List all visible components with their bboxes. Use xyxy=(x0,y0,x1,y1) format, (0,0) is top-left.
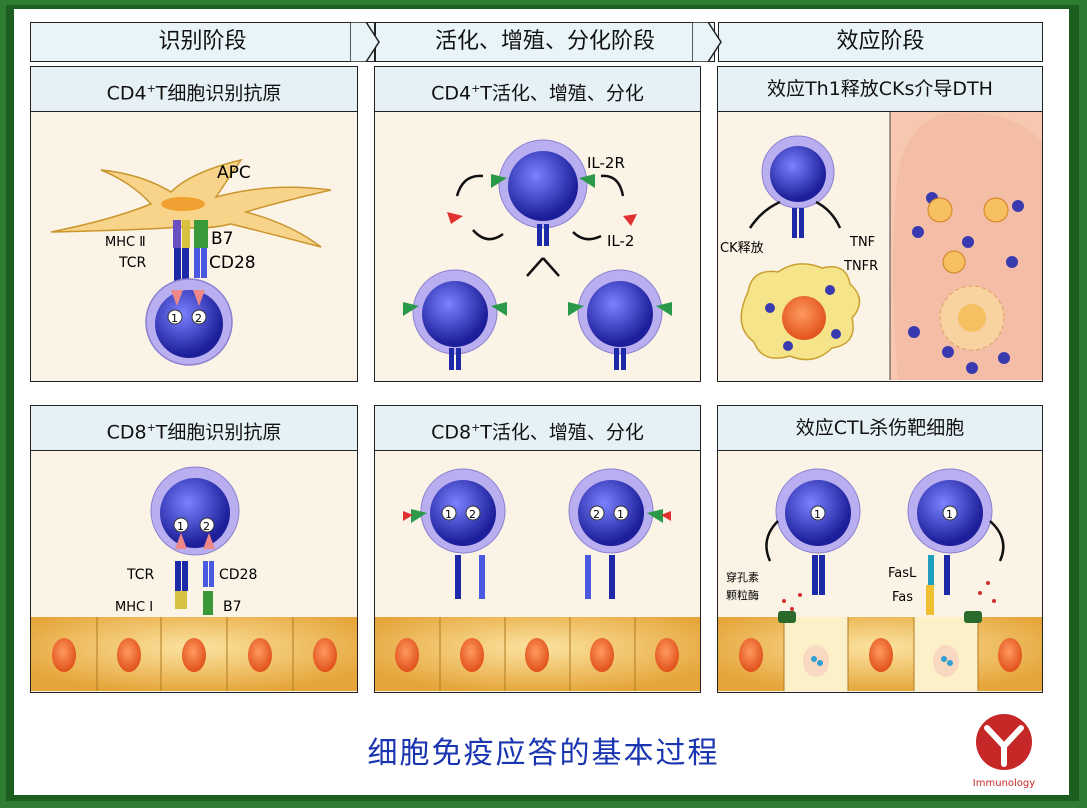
svg-text:2: 2 xyxy=(195,312,202,325)
logo-text: Immunology xyxy=(973,778,1035,789)
svg-text:TCR: TCR xyxy=(118,255,147,271)
panel-cd8-activation: CD8+T活化、增殖、分化 1 2 2 1 xyxy=(374,405,701,693)
stage-activation: 活化、增殖、分化阶段 xyxy=(375,22,715,62)
stage-recognition: 识别阶段 xyxy=(30,22,375,62)
svg-text:CD28: CD28 xyxy=(219,567,257,583)
svg-text:1: 1 xyxy=(946,508,953,521)
panel-title: 效应CTL杀伤靶细胞 xyxy=(718,406,1042,451)
th1-dth-diagram: CK释放 TNF TNFR xyxy=(720,112,1042,380)
cd8-activation-diagram: 1 2 2 1 xyxy=(375,468,700,693)
svg-text:B7: B7 xyxy=(223,599,242,615)
cd8-recognition-diagram: 1 2 TCR CD28 MHC Ⅰ B7 xyxy=(31,466,357,693)
svg-text:颗粒酶: 颗粒酶 xyxy=(726,588,759,602)
panel-body: IL-2R IL-2 xyxy=(375,112,700,381)
svg-text:CD28: CD28 xyxy=(209,253,256,273)
panel-body: 1 2 2 1 xyxy=(375,451,700,693)
svg-text:CK释放: CK释放 xyxy=(720,241,764,256)
apc-nucleus xyxy=(161,197,205,211)
cd4-activation-diagram: IL-2R IL-2 xyxy=(403,139,672,370)
panel-ctl-killing: 效应CTL杀伤靶细胞 1 穿孔素 颗粒酶 1 FasL Fas xyxy=(717,405,1043,693)
panel-cd4-activation: CD4+T活化、增殖、分化 IL-2R IL-2 xyxy=(374,66,701,382)
svg-text:IL-2R: IL-2R xyxy=(587,154,625,172)
svg-text:B7: B7 xyxy=(211,229,233,249)
svg-text:MHC Ⅰ: MHC Ⅰ xyxy=(115,600,153,615)
svg-text:APC: APC xyxy=(217,163,251,183)
figure-caption: 细胞免疫应答的基本过程 xyxy=(367,736,720,771)
svg-text:1: 1 xyxy=(445,508,452,521)
panel-body: APC MHC Ⅱ TCR B7 CD28 1 2 xyxy=(31,112,357,381)
panel-title: CD8+T活化、增殖、分化 xyxy=(375,406,700,451)
panel-body: 1 2 TCR CD28 MHC Ⅰ B7 xyxy=(31,451,357,693)
svg-text:MHC Ⅱ: MHC Ⅱ xyxy=(105,235,146,250)
svg-text:IL-2: IL-2 xyxy=(607,232,634,250)
stage-arrow-2 xyxy=(692,22,722,62)
panel-body: 1 穿孔素 颗粒酶 1 FasL Fas xyxy=(718,451,1042,693)
panel-title: 效应Th1释放CKs介导DTH xyxy=(718,67,1042,112)
panel-cd8-recognition: CD8+T细胞识别抗原 1 2 TCR CD28 MHC Ⅰ B7 xyxy=(30,405,358,693)
panel-title: CD8+T细胞识别抗原 xyxy=(31,406,357,451)
svg-text:Fas: Fas xyxy=(892,590,913,605)
panel-title: CD4+T细胞识别抗原 xyxy=(31,67,357,112)
cd4-recognition-diagram: APC MHC Ⅱ TCR B7 CD28 1 2 xyxy=(50,158,332,366)
svg-text:TNFR: TNFR xyxy=(843,259,878,274)
svg-text:TNF: TNF xyxy=(849,235,875,250)
svg-text:穿孔素: 穿孔素 xyxy=(726,570,759,584)
panel-th1-dth: 效应Th1释放CKs介导DTH CK释放 TNF TNFR xyxy=(717,66,1043,382)
svg-text:2: 2 xyxy=(593,508,600,521)
svg-text:1: 1 xyxy=(171,312,178,325)
svg-text:2: 2 xyxy=(203,520,210,533)
panel-body: CK释放 TNF TNFR xyxy=(718,112,1042,381)
ctl-killing-diagram: 1 穿孔素 颗粒酶 1 FasL Fas xyxy=(718,468,1042,693)
svg-text:1: 1 xyxy=(814,508,821,521)
svg-text:1: 1 xyxy=(617,508,624,521)
panel-title: CD4+T活化、增殖、分化 xyxy=(375,67,700,112)
svg-text:1: 1 xyxy=(177,520,184,533)
panel-cd4-recognition: CD4+T细胞识别抗原 APC MHC Ⅱ TCR B7 CD28 1 2 xyxy=(30,66,358,382)
stage-arrow-1 xyxy=(350,22,380,62)
svg-text:FasL: FasL xyxy=(888,566,917,581)
immunology-logo: Immunology xyxy=(973,714,1035,789)
svg-text:2: 2 xyxy=(469,508,476,521)
svg-text:TCR: TCR xyxy=(126,567,155,583)
stage-effector: 效应阶段 xyxy=(718,22,1043,62)
